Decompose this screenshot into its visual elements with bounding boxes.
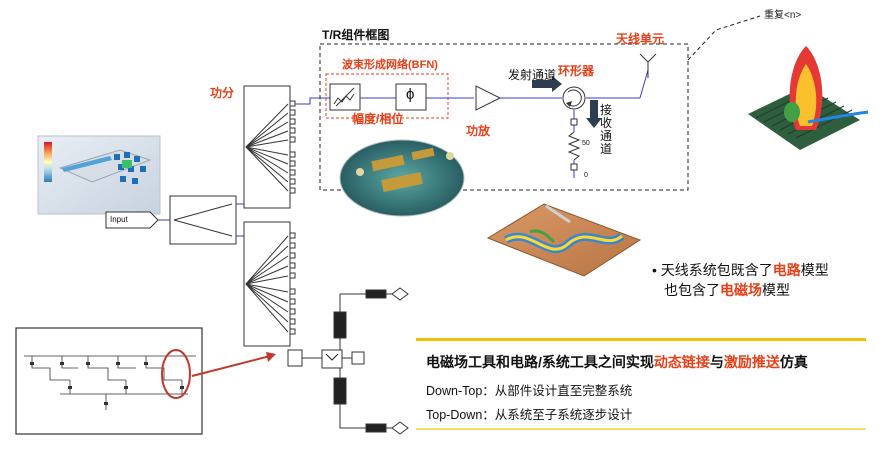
input-port — [105, 211, 170, 229]
power-amp-symbol — [475, 85, 502, 111]
repeat-leader — [687, 15, 761, 61]
antenna-unit-label: 天线单元 — [616, 32, 665, 46]
bullet-line1-highlight: 电路 — [772, 262, 801, 278]
headline-pre: 电磁场工具和电路/系统工具之间实现 — [426, 354, 654, 370]
phase-symbol: ϕ — [406, 86, 415, 103]
bullet-line2-highlight: 电磁场 — [720, 282, 762, 298]
module-chip-photo — [339, 139, 465, 217]
tx-chain — [325, 53, 657, 178]
tree-network-inset — [15, 327, 203, 435]
phase-shifter-block — [395, 83, 427, 111]
headline-highlight-1: 动态链接 — [653, 354, 710, 370]
tx-channel-label: 发射通道 — [508, 68, 557, 82]
resistor-value: 50 — [582, 140, 590, 147]
bfn-frame — [325, 73, 449, 119]
bullet-line-2: 也包含了电磁场模型 — [652, 280, 829, 300]
callout-arrow — [191, 355, 271, 377]
splitter-1to2 — [169, 195, 244, 245]
repeat-label: 重复<n> — [764, 10, 802, 21]
ground-label: 0 — [584, 172, 588, 179]
bullet-line2-pre: 也包含了 — [664, 282, 720, 298]
em-simulation-thumbnail — [37, 135, 161, 215]
layout-detail — [287, 287, 409, 435]
tr-module-frame — [319, 43, 689, 191]
amp-phase-label: 幅度/相位 — [352, 112, 404, 126]
power-divider-lower — [243, 221, 296, 347]
antenna-symbol — [639, 53, 657, 78]
microstrip-field-plot — [486, 203, 642, 277]
power-amp-label: 功放 — [466, 124, 491, 138]
bullet-dot: • — [652, 262, 661, 278]
power-divider-label: 功分 — [210, 86, 235, 100]
input-label: Input — [110, 215, 128, 224]
callout-circle — [161, 349, 191, 399]
rx-arrow — [586, 100, 602, 128]
load-resistor — [567, 131, 581, 161]
headline-highlight-2: 激励推送 — [723, 354, 780, 370]
headline-post: 仿真 — [779, 354, 808, 370]
summary-headline: 电磁场工具和电路/系统工具之间实现动态链接与激励推送仿真 — [426, 352, 808, 372]
circulator-label: 环形器 — [558, 64, 595, 78]
power-divider-upper — [243, 85, 325, 209]
down-top-text: Down-Top：从部件设计直至完整系统 — [426, 384, 633, 398]
tx-arrow — [532, 76, 562, 92]
bullet-block: • 天线系统包既含了电路模型 也包含了电磁场模型 — [652, 260, 829, 300]
antenna-radiation-pattern — [748, 46, 869, 150]
headline-mid: 与 — [709, 354, 724, 370]
bullet-line1-pre: 天线系统包既含了 — [660, 262, 773, 278]
rx-channel-label: 接收通道 — [600, 103, 613, 156]
bullet-line-1: • 天线系统包既含了电路模型 — [652, 260, 829, 280]
highlight-bar — [416, 338, 866, 341]
bullet-line2-post: 模型 — [762, 282, 790, 298]
tr-module-title: T/R组件框图 — [322, 28, 390, 42]
top-down-text: Top-Down：从系统至子系统逐步设计 — [426, 408, 633, 422]
bfn-label: 波束形成网络(BFN) — [342, 59, 438, 71]
bullet-line1-post: 模型 — [800, 262, 829, 278]
